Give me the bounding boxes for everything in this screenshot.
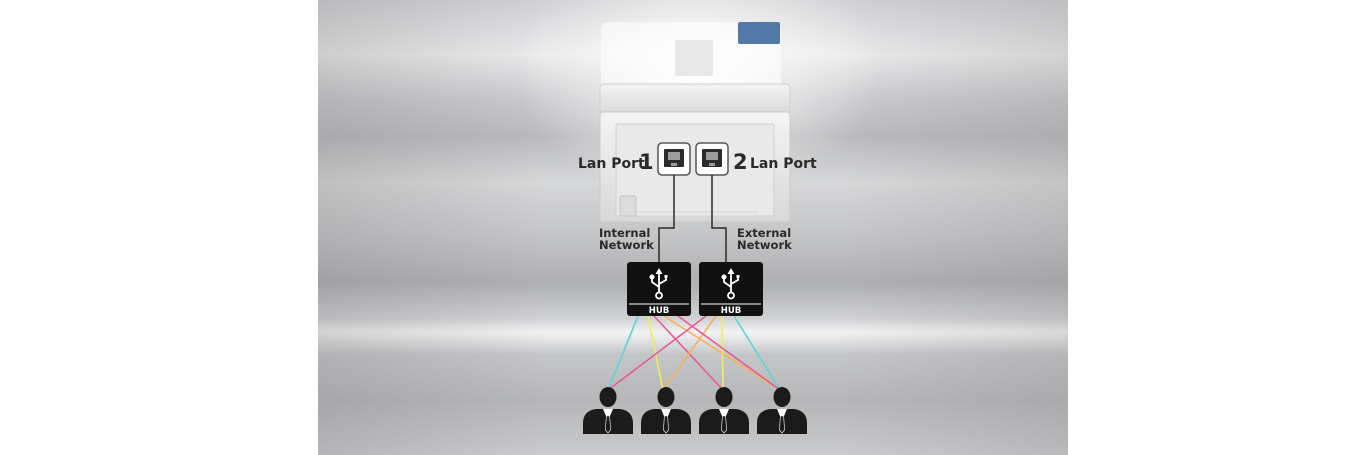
external-network-label-line1: External	[737, 226, 791, 240]
network-diagram: Lan Port 1 2 Lan Port Internal Network E…	[578, 22, 817, 434]
lan-port-2	[695, 142, 729, 176]
internal-network-label-line2: Network	[599, 238, 654, 252]
printer	[599, 22, 791, 223]
lan-port-1	[657, 142, 691, 176]
internal-network-label-line1: Internal	[599, 226, 650, 240]
user-silhouette-icon	[641, 387, 691, 434]
user-silhouette-icon	[699, 387, 749, 434]
port-2-number: 2	[733, 150, 748, 174]
usb-icon	[721, 268, 740, 300]
hub-1-label: HUB	[649, 306, 670, 316]
cable-port-2	[711, 175, 727, 262]
port-1-label: Lan Port	[578, 156, 645, 172]
hub-2-label: HUB	[721, 306, 742, 316]
user-silhouette-icon	[757, 387, 807, 434]
hub-internal: HUB	[627, 262, 691, 316]
usb-icon	[649, 268, 668, 300]
port-1-number: 1	[639, 150, 654, 174]
user-silhouette-icon	[583, 387, 633, 434]
external-network-label-line2: Network	[737, 238, 792, 252]
hub-external: HUB	[699, 262, 763, 316]
port-2-label: Lan Port	[750, 156, 817, 172]
cable-port-1	[658, 175, 675, 262]
diagram-stage: Lan Port 1 2 Lan Port Internal Network E…	[318, 0, 1068, 455]
user-connections	[607, 315, 781, 391]
